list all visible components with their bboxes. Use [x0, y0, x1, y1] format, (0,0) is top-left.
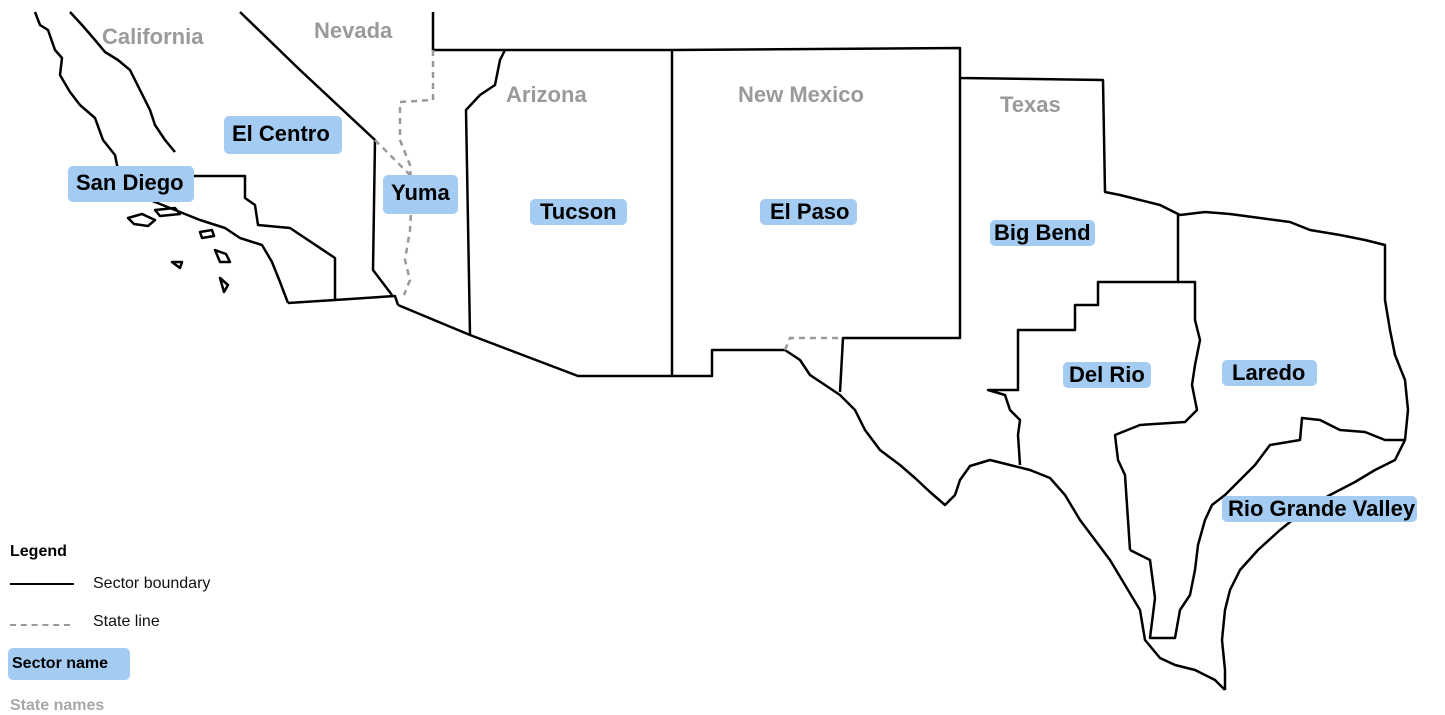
state-line-ca-nv	[374, 139, 411, 176]
state-name-nevada: Nevada	[314, 18, 393, 43]
legend-state-line-swatch	[10, 624, 70, 626]
island	[126, 212, 157, 228]
island	[213, 248, 232, 264]
sector-boundary	[190, 174, 337, 300]
state-line-nm-tx	[783, 336, 843, 351]
sector-boundary	[1129, 416, 1405, 640]
sector-label-san-diego: San Diego	[68, 166, 194, 202]
state-name-arizona: Arizona	[506, 82, 587, 107]
sector-label-el-centro: El Centro	[224, 116, 342, 154]
sector-boundary	[464, 49, 507, 336]
island	[170, 260, 184, 270]
sector-label-yuma: Yuma	[383, 175, 458, 214]
sector-boundary	[287, 294, 400, 306]
sector-boundary	[986, 215, 1180, 466]
legend-state-line-label: State line	[93, 613, 160, 630]
legend-sector-boundary-swatch	[10, 583, 74, 585]
sector-label-el-paso: El Paso	[760, 199, 858, 225]
legend-title: Legend	[10, 543, 67, 560]
legend-sector-name-swatch: Sector name	[8, 648, 130, 680]
sector-label-big-bend: Big Bend	[990, 220, 1095, 246]
state-line-ca-az	[398, 50, 435, 296]
sector-label-tucson: Tucson	[530, 199, 627, 225]
legend-sector-boundary-label: Sector boundary	[93, 575, 211, 592]
state-name-texas: Texas	[1000, 92, 1061, 117]
sector-boundary	[1113, 280, 1202, 551]
gulf-coastline	[431, 12, 1410, 690]
baja-coast-line	[69, 11, 176, 153]
island	[153, 206, 182, 218]
island	[198, 228, 216, 240]
island	[218, 276, 230, 294]
state-name-california: California	[102, 24, 204, 49]
sector-label-del-rio: Del Rio	[1063, 362, 1151, 388]
legend-state-names: State names	[10, 697, 105, 714]
california-coastline	[33, 11, 290, 304]
sector-label-laredo: Laredo	[1222, 360, 1318, 386]
sector-boundary	[838, 78, 962, 393]
sector-label-rio-grande-valley: Rio Grande Valley	[1222, 496, 1418, 522]
state-name-new-mexico: New Mexico	[738, 82, 864, 107]
